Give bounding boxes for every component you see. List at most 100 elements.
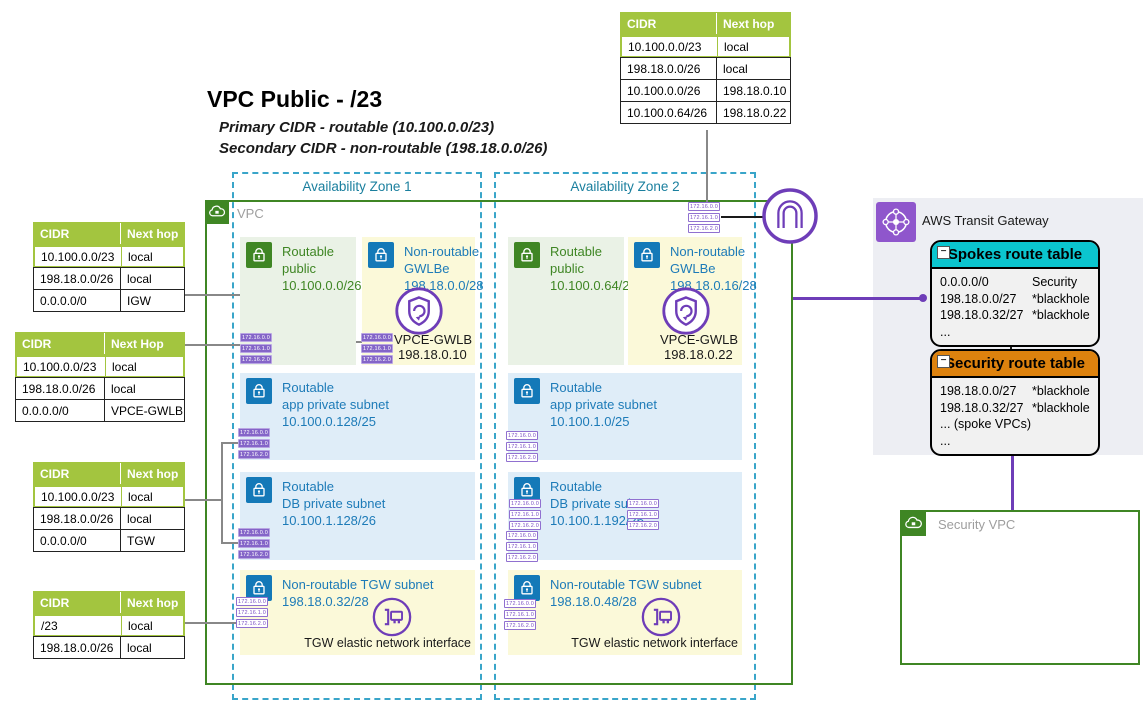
route-cidr-cell: 10.100.0.64/26 [627, 105, 708, 120]
connector-private-table-db [221, 542, 240, 544]
route-nexthop-cell: local [121, 487, 183, 506]
route-table-header: CIDR Next Hop [15, 332, 185, 355]
eni-ip-chip: 172.16.1.0 [238, 439, 270, 448]
vpce-gwlb-label: VPCE-GWLB 198.18.0.10 [394, 332, 472, 362]
security-vpc-icon [900, 510, 926, 536]
subnet-label-line: public [550, 261, 584, 276]
eni-ip-chip: 172.16.0.0 [627, 499, 659, 508]
eni-ip-chip: 172.16.2.0 [238, 450, 270, 459]
subnet-label-line: public [282, 261, 316, 276]
route-nexthop-cell: local [120, 268, 184, 289]
route-target: *blackhole [1032, 308, 1090, 322]
route-nexthop-cell: local [121, 247, 183, 266]
transit-gateway-icon [876, 202, 916, 242]
eni-ip-chip: 172.16.1.0 [688, 213, 720, 222]
subnet-label-line: Routable [550, 380, 603, 395]
route-row: 198.18.0.0/26 local [33, 636, 185, 659]
collapse-icon[interactable]: − [937, 246, 950, 259]
eni-ip-chip: 172.16.2.0 [688, 224, 720, 233]
route-row: 10.100.0.0/23 local [620, 35, 791, 58]
connector-endpoint-dot [919, 294, 927, 302]
route-cidr-cell: 198.18.0.0/26 [627, 61, 701, 76]
column-header-cidr: CIDR [40, 226, 70, 241]
subnet-label-line: Non-routable TGW subnet [550, 577, 702, 592]
route-cidr-cell: 0.0.0.0/0 [40, 293, 87, 308]
vpce-gwlb-name: VPCE-GWLB [394, 332, 473, 347]
subnet-label-line: Non-routable TGW subnet [282, 577, 434, 592]
private-subnet-lock-icon [246, 242, 272, 268]
private-subnet-lock-icon [514, 575, 540, 601]
collapse-icon[interactable]: − [937, 355, 950, 368]
eni-ip-chip: 172.16.0.0 [506, 531, 538, 540]
route-cidr-cell: 10.100.0.0/23 [41, 489, 115, 504]
route-entry: 198.18.0.32/27 *blackhole [940, 400, 1090, 417]
route-cidr-cell: 0.0.0.0/0 [22, 403, 69, 418]
route-nexthop-cell: 198.18.0.22 [716, 102, 790, 123]
eni-ip-chip: 172.16.0.0 [504, 599, 536, 608]
route-nexthop-cell: TGW [120, 530, 184, 551]
gwlb-endpoint-icon [393, 285, 445, 337]
spokes-route-table-title: Spokes route table [947, 246, 1083, 263]
eni-ip-chip: 172.16.2.0 [506, 453, 538, 462]
primary-cidr-subtitle: Primary CIDR - routable (10.100.0.0/23) [219, 119, 495, 136]
route-nexthop-cell: VPCE-GWLB [104, 400, 184, 421]
route-table-tgw-subnet: CIDR Next hop /23 local 198.18.0.0/26 lo… [33, 591, 185, 659]
spokes-route-table: − Spokes route table 0.0.0.0/0 Security … [930, 240, 1100, 347]
route-row: /23 local [33, 614, 185, 637]
route-row: 198.18.0.0/26 local [620, 57, 791, 80]
internet-gateway-icon [760, 186, 820, 246]
route-cidr-cell: 198.18.0.0/26 [22, 381, 96, 396]
eni-ip-chip: 172.16.2.0 [504, 621, 536, 630]
eni-ip-chip: 172.16.1.0 [240, 344, 272, 353]
private-subnet-lock-icon [246, 477, 272, 503]
secondary-cidr-subtitle: Secondary CIDR - non-routable (198.18.0.… [219, 140, 548, 157]
subnet-label-line: app private subnet [550, 397, 657, 412]
route-target: *blackhole [1032, 400, 1090, 415]
private-subnet-lock-icon [514, 242, 540, 268]
connector-private-table-1 [183, 499, 223, 501]
route-cidr-cell: 198.18.0.0/26 [40, 511, 114, 526]
route-row: 198.18.0.0/26 local [15, 377, 185, 400]
subnet-label-line: Routable [282, 244, 335, 259]
route-cidr-cell: 10.100.0.0/26 [627, 83, 701, 98]
route-entry: ... [940, 324, 1090, 341]
eni-ip-chip: 172.16.2.0 [627, 521, 659, 530]
availability-zone-1-label: Availability Zone 1 [302, 179, 412, 194]
vpc-icon [205, 200, 229, 224]
subnet-label-line: Non-routable [670, 244, 746, 259]
subnet-az2-tgw: Non-routable TGW subnet 198.18.0.48/28 TG… [508, 570, 742, 655]
vpc-box [205, 200, 793, 685]
route-prefix: 198.18.0.0/27 [940, 291, 1017, 306]
private-subnet-lock-icon [368, 242, 394, 268]
subnet-label-line: 10.100.0.128/25 [282, 414, 376, 429]
column-header-cidr: CIDR [40, 466, 70, 481]
eni-ip-chip: 172.16.0.0 [688, 202, 720, 211]
vpce-gwlb-ip: 198.18.0.10 [398, 347, 467, 362]
route-row: 10.100.0.0/23 local [33, 245, 185, 268]
route-entry: ... (spoke VPCs) ... [940, 416, 1090, 449]
route-table-igw-ingress: CIDR Next hop 10.100.0.0/23 local 198.18… [620, 12, 791, 124]
tgw-eni-label: TGW elastic network interface [571, 636, 738, 650]
connector-vpc-to-spokes-table [793, 297, 923, 300]
security-route-table-header: − Security route table [932, 351, 1098, 378]
spokes-route-table-header: − Spokes route table [932, 242, 1098, 269]
eni-ip-chip: 172.16.0.0 [238, 528, 270, 537]
eni-ip-chip: 172.16.0.0 [236, 597, 268, 606]
private-subnet-lock-icon [246, 378, 272, 404]
subnet-label-line: DB private subnet [282, 496, 386, 511]
eni-ip-chip: 172.16.2.0 [240, 355, 272, 364]
route-prefix: 198.18.0.32/27 [940, 400, 1024, 415]
route-row: 10.100.0.0/26 198.18.0.10 [620, 79, 791, 102]
vpce-gwlb-label: VPCE-GWLB 198.18.0.22 [660, 332, 738, 362]
subnet-label-line: 198.18.0.48/28 [550, 594, 637, 609]
